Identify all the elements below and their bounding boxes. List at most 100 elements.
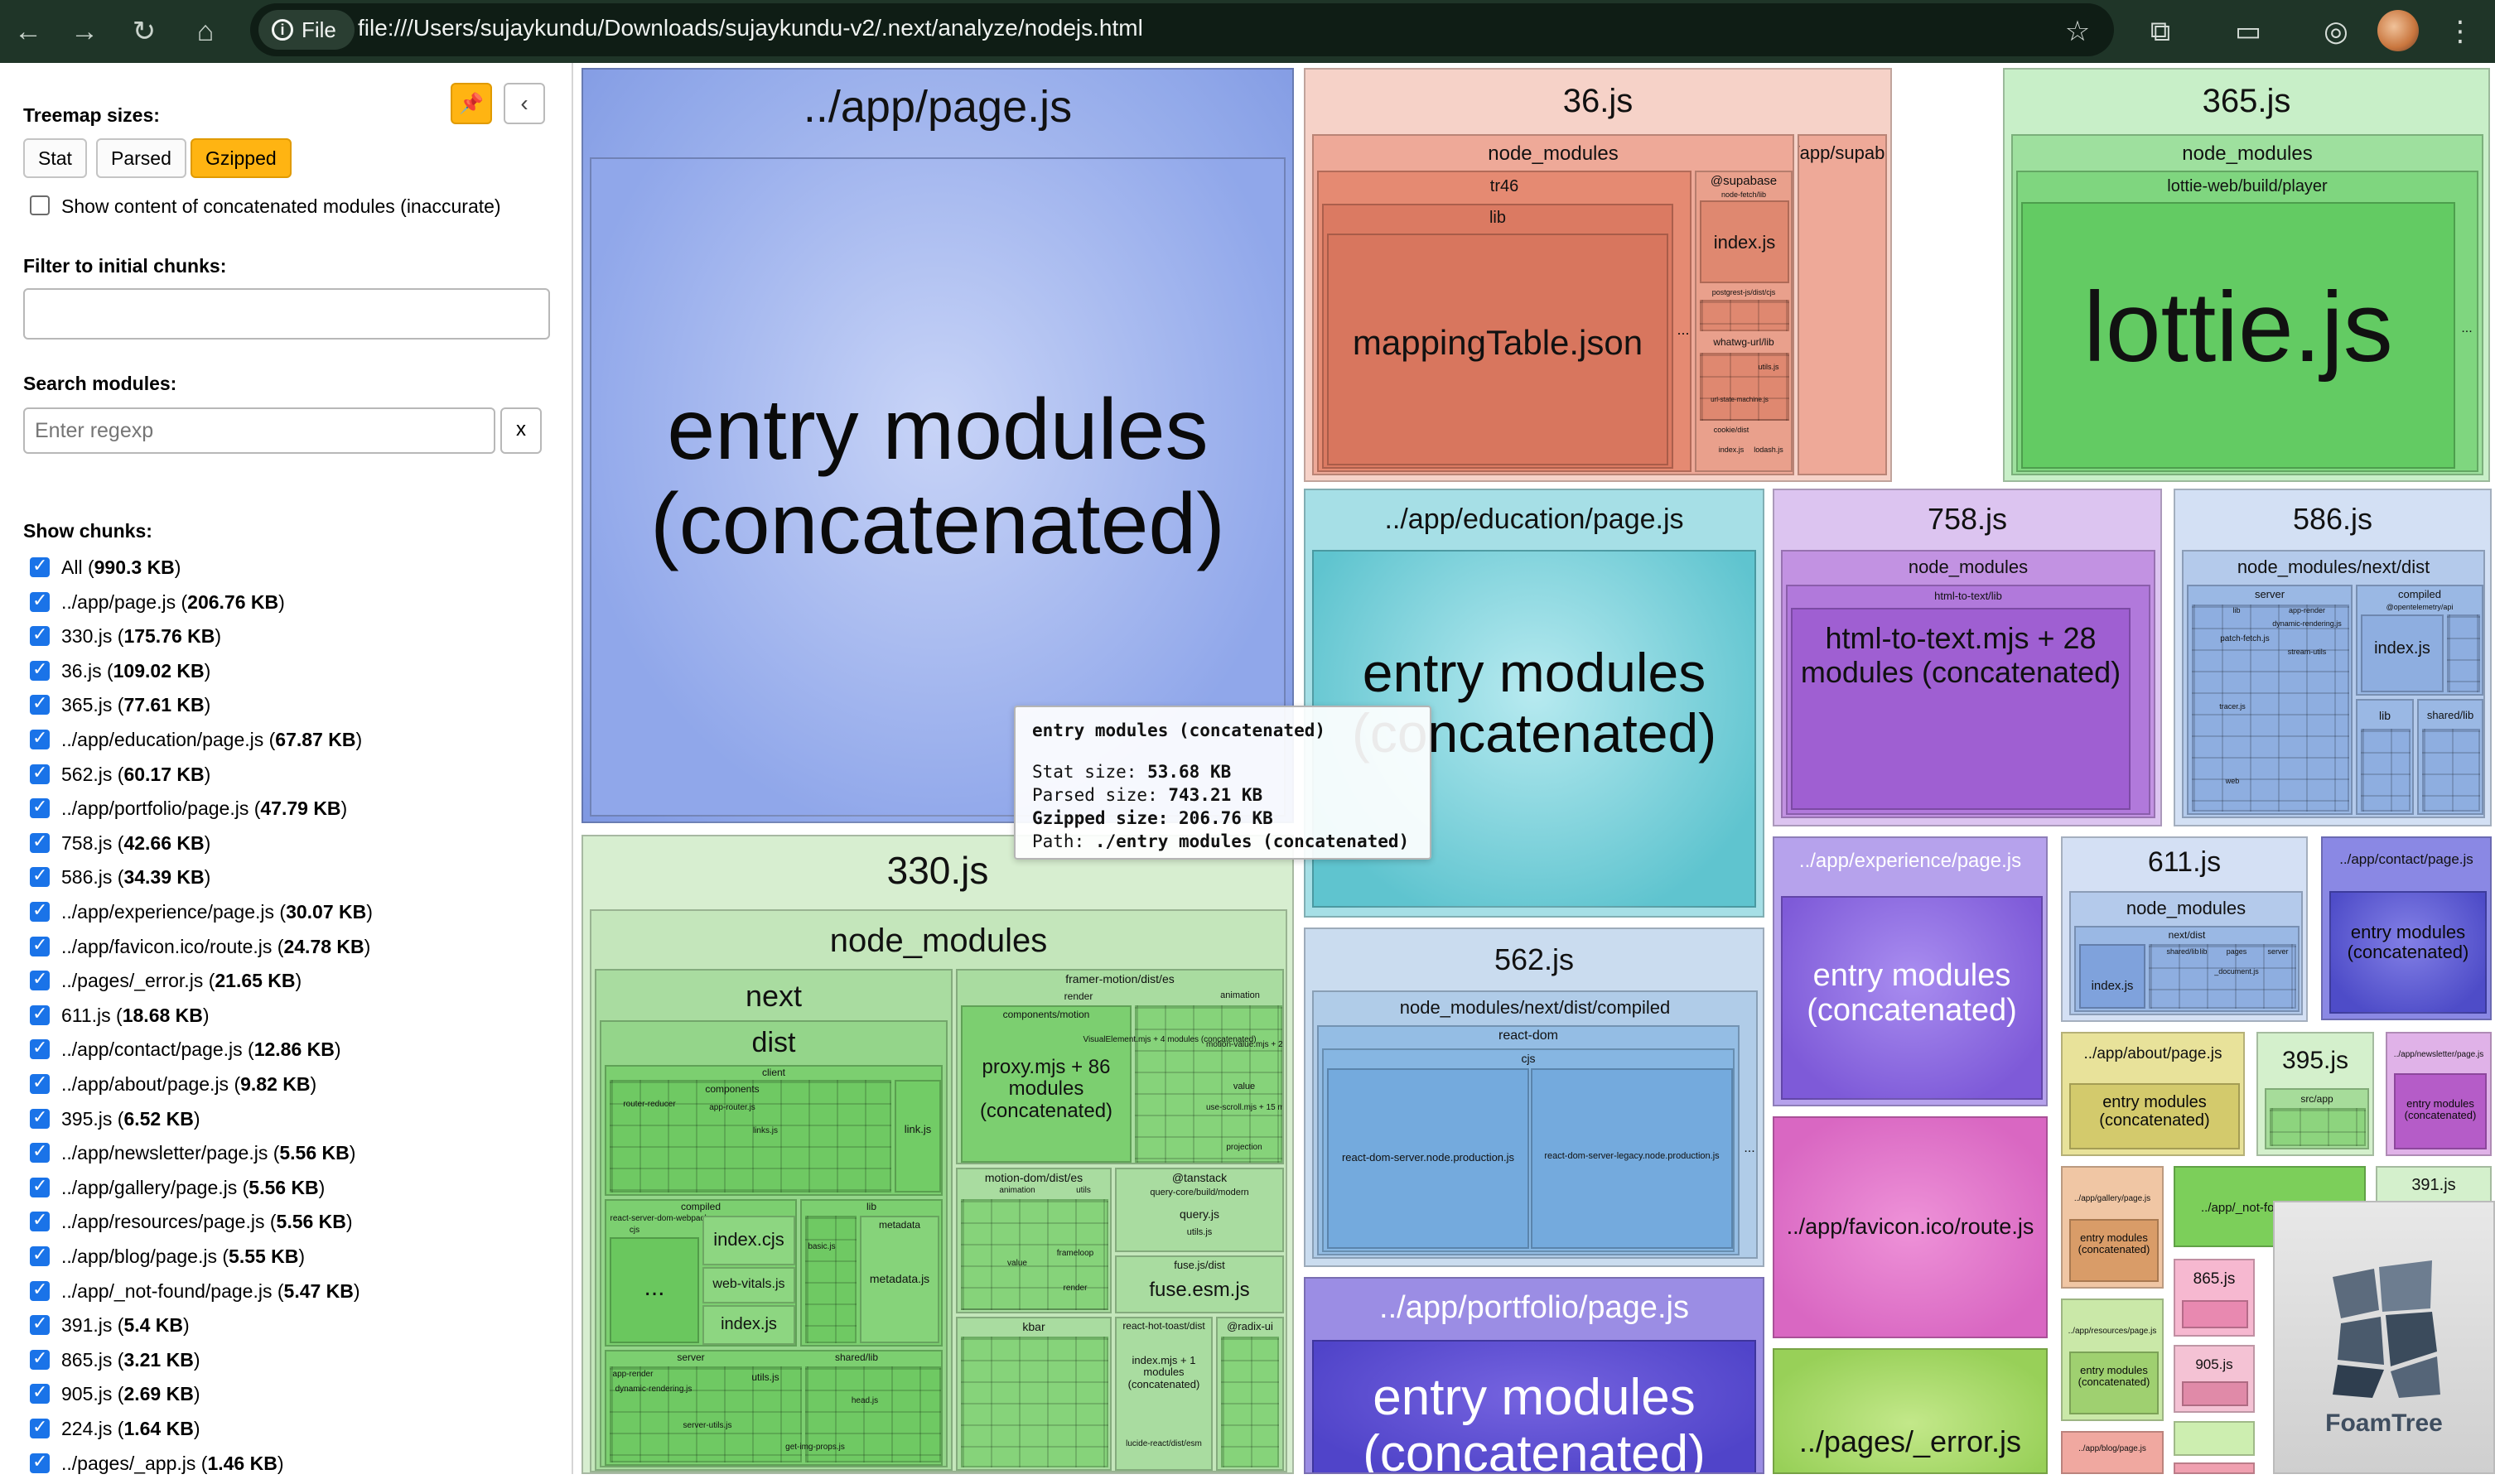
tile-portfolio[interactable]: ../app/portfolio/page.js entry modules (… xyxy=(1304,1277,1764,1474)
chunk-checkbox[interactable] xyxy=(30,899,50,922)
url-text[interactable]: file:///Users/sujaykundu/Downloads/sujay… xyxy=(358,15,1143,41)
tile-react-dom[interactable]: react-dom cjs react-dom-server.node.prod… xyxy=(1317,1025,1740,1255)
chunk-checkbox[interactable] xyxy=(30,1416,50,1438)
tile-586-compiled[interactable]: compiled @opentelemetry/api index.js xyxy=(2356,585,2483,696)
extensions-icon[interactable]: ⧉ xyxy=(2150,15,2171,47)
profile-avatar[interactable] xyxy=(2377,10,2419,51)
tile-mapping-table[interactable]: mappingTable.json xyxy=(1327,234,1668,465)
tile-611-index[interactable]: index.js xyxy=(2079,944,2145,1009)
chunk-checkbox[interactable] xyxy=(30,727,50,749)
tile-web-vitals[interactable]: web-vitals.js xyxy=(702,1267,795,1303)
chunk-row[interactable]: All (990.3 KB) xyxy=(30,553,560,588)
forward-icon[interactable]: → xyxy=(70,15,99,47)
size-parsed-button[interactable]: Parsed xyxy=(96,138,186,178)
tile-330-compiled[interactable]: compiled react-server-dom-webpack cjs ..… xyxy=(605,1199,797,1347)
tile-src-app-supabase[interactable]: src/app/supabase xyxy=(1798,134,1887,475)
tile-330[interactable]: 330.js node_modules next dist client com… xyxy=(582,835,1294,1474)
tile-pages-app[interactable] xyxy=(2174,1462,2255,1474)
chunk-row[interactable]: ../app/experience/page.js (30.07 KB) xyxy=(30,898,560,932)
chunk-row[interactable]: 611.js (18.68 KB) xyxy=(30,1001,560,1036)
tile-36-node-modules[interactable]: node_modules tr46 lib mappingTable.json … xyxy=(1312,134,1794,475)
tile-index-cjs[interactable]: index.cjs xyxy=(702,1216,795,1265)
chunk-row[interactable]: 36.js (109.02 KB) xyxy=(30,657,560,691)
chunk-checkbox[interactable] xyxy=(30,762,50,784)
tile-favicon-route[interactable]: ../app/favicon.ico/route.js xyxy=(1773,1116,2048,1338)
tile-611[interactable]: 611.js node_modules next/dist index.js s… xyxy=(2061,836,2308,1022)
chunk-checkbox[interactable] xyxy=(30,590,50,612)
menu-kebab-icon[interactable]: ⋮ xyxy=(2446,16,2474,47)
chunk-checkbox[interactable] xyxy=(30,968,50,991)
tile-905-inner[interactable] xyxy=(2182,1381,2248,1406)
tile-330-dist[interactable]: dist client components router-reducer ap… xyxy=(600,1020,948,1467)
chunk-row[interactable]: ../app/newsletter/page.js (5.56 KB) xyxy=(30,1139,560,1173)
tile-758-node-modules[interactable]: node_modules html-to-text/lib html-to-te… xyxy=(1781,550,2155,818)
filter-chunks-input[interactable] xyxy=(23,288,550,340)
chunk-checkbox[interactable] xyxy=(30,796,50,819)
tile-tr46[interactable]: tr46 lib mappingTable.json ... xyxy=(1317,171,1691,472)
chunk-row[interactable]: ../app/portfolio/page.js (47.79 KB) xyxy=(30,794,560,829)
chunk-row[interactable]: ../app/gallery/page.js (5.56 KB) xyxy=(30,1173,560,1208)
tile-index-js[interactable]: index.js xyxy=(702,1305,795,1345)
tile-react-dom-server[interactable]: react-dom-server.node.production.js xyxy=(1327,1068,1529,1249)
tile-330-node-modules[interactable]: node_modules next dist client components… xyxy=(590,909,1287,1472)
size-stat-button[interactable]: Stat xyxy=(23,138,87,178)
tile-36[interactable]: 36.js node_modules tr46 lib mappingTable… xyxy=(1304,68,1892,482)
concat-modules-checkbox[interactable] xyxy=(30,195,50,215)
site-info-chip[interactable]: i File xyxy=(258,10,355,50)
chunk-checkbox[interactable] xyxy=(30,1347,50,1370)
tile-395-src-app[interactable]: src/app xyxy=(2265,1088,2369,1149)
chunk-row[interactable]: 758.js (42.66 KB) xyxy=(30,829,560,864)
tile-contact[interactable]: ../app/contact/page.js entry modules (co… xyxy=(2321,836,2492,1020)
treemap[interactable]: ../app/page.js entry modules (concatenat… xyxy=(575,63,2495,1474)
tile-index-js[interactable]: index.js xyxy=(1700,200,1789,283)
chunk-row[interactable]: ../pages/_app.js (1.46 KB) xyxy=(30,1449,560,1484)
chunk-checkbox[interactable] xyxy=(30,1037,50,1060)
chunk-checkbox[interactable] xyxy=(30,1072,50,1094)
tile-562-node-modules[interactable]: node_modules/next/dist/compiled react-do… xyxy=(1312,990,1758,1259)
tile-lottie-js[interactable]: lottie.js xyxy=(2021,202,2455,469)
tile-newsletter[interactable]: ../app/newsletter/page.js entry modules … xyxy=(2386,1032,2492,1156)
chunk-row[interactable]: ../app/blog/page.js (5.55 KB) xyxy=(30,1242,560,1277)
bookmark-star-icon[interactable]: ☆ xyxy=(2064,16,2091,47)
tile-html-to-text-mjs[interactable]: html-to-text.mjs + 28 modules (concatena… xyxy=(1791,608,2131,810)
chunk-row[interactable]: ../app/resources/page.js (5.56 KB) xyxy=(30,1207,560,1242)
tile-395[interactable]: 395.js src/app xyxy=(2256,1032,2374,1156)
chunk-checkbox[interactable] xyxy=(30,555,50,577)
tile-html-to-text[interactable]: html-to-text/lib html-to-text.mjs + 28 m… xyxy=(1786,585,2150,815)
tile-865[interactable]: 865.js xyxy=(2174,1259,2255,1337)
tile-330-lib[interactable]: lib basic.js metadata metadata.js xyxy=(800,1199,943,1347)
chunk-row[interactable]: 865.js (3.21 KB) xyxy=(30,1346,560,1380)
tile-motion-dom[interactable]: motion-dom/dist/es animation utils value… xyxy=(956,1168,1112,1313)
tile-365-node-modules[interactable]: node_modules lottie-web/build/player lot… xyxy=(2011,134,2483,475)
tile-radix-ui[interactable]: @radix-ui xyxy=(1216,1317,1284,1471)
tile-fuse[interactable]: fuse.js/dist fuse.esm.js xyxy=(1115,1255,1284,1313)
chunk-checkbox[interactable] xyxy=(30,1175,50,1197)
chunk-checkbox[interactable] xyxy=(30,692,50,716)
tile-contact-entry[interactable]: entry modules (concatenated) xyxy=(2329,891,2487,1014)
tile-586-shared-lib[interactable]: shared/lib xyxy=(2417,699,2483,815)
chunk-row[interactable]: 365.js (77.61 KB) xyxy=(30,691,560,725)
chunk-checkbox[interactable] xyxy=(30,1140,50,1164)
chunk-row[interactable]: ../app/favicon.ico/route.js (24.78 KB) xyxy=(30,932,560,967)
tile-resources-entry[interactable]: entry modules (concatenated) xyxy=(2069,1352,2159,1414)
tile-330-next[interactable]: next dist client components router-reduc… xyxy=(595,969,953,1471)
back-icon[interactable]: ← xyxy=(14,15,42,47)
chunk-row[interactable]: 395.js (6.52 KB) xyxy=(30,1105,560,1140)
tile-365[interactable]: 365.js node_modules lottie-web/build/pla… xyxy=(2003,68,2490,482)
tile-gallery-entry[interactable]: entry modules (concatenated) xyxy=(2069,1219,2159,1282)
tile-330-server[interactable]: server shared/lib app-render dynamic-ren… xyxy=(605,1350,943,1466)
tile-experience[interactable]: ../app/experience/page.js entry modules … xyxy=(1773,836,2048,1106)
tile-562[interactable]: 562.js node_modules/next/dist/compiled r… xyxy=(1304,928,1764,1267)
tile-react-dom-cjs[interactable]: cjs react-dom-server.node.production.js … xyxy=(1322,1048,1735,1252)
tile-586-index[interactable]: index.js xyxy=(2361,614,2444,692)
clear-search-button[interactable]: x xyxy=(500,407,542,454)
chunk-row[interactable]: 562.js (60.17 KB) xyxy=(30,760,560,795)
chunk-checkbox[interactable] xyxy=(30,658,50,681)
tile-components-motion[interactable]: components/motion proxy.mjs + 86 modules… xyxy=(961,1005,1132,1163)
tile-error[interactable]: ../pages/_error.js xyxy=(1773,1348,2048,1474)
tile-gallery[interactable]: ../app/gallery/page.js entry modules (co… xyxy=(2061,1166,2164,1289)
search-modules-input[interactable] xyxy=(23,407,495,454)
chunk-checkbox[interactable] xyxy=(30,1313,50,1336)
chunk-checkbox[interactable] xyxy=(30,1106,50,1129)
tile-tanstack[interactable]: @tanstack query-core/build/modern query.… xyxy=(1115,1168,1284,1252)
